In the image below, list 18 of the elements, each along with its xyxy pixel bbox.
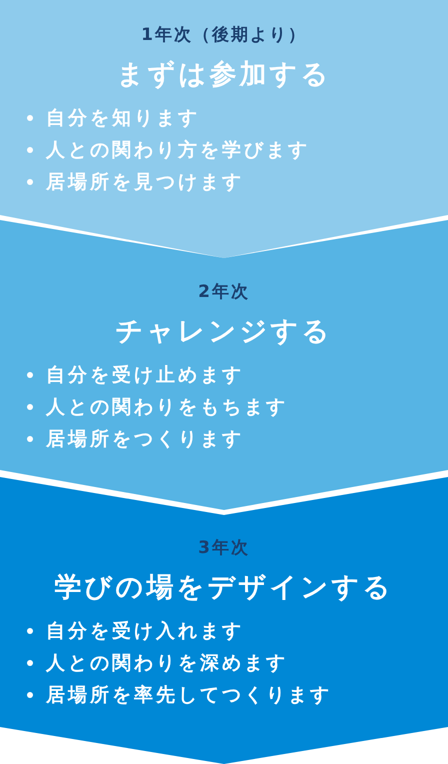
bullet-text: 人との関わり方を学びます bbox=[46, 138, 310, 163]
bullet-text: 自分を受け止めます bbox=[46, 363, 244, 388]
chevron-band bbox=[0, 0, 448, 258]
chevron-band bbox=[0, 477, 448, 764]
stage-heading: まずは参加する bbox=[116, 58, 332, 92]
bullet-text: 居場所をつくります bbox=[46, 427, 244, 452]
bullet-text: 自分を受け入れます bbox=[46, 619, 244, 644]
stage-heading: 学びの場をデザインする bbox=[54, 571, 394, 605]
bullet-text: 居場所を見つけます bbox=[46, 170, 244, 195]
bullet-text: 居場所を率先してつくります bbox=[46, 683, 332, 708]
year-label: 2年次 bbox=[198, 281, 250, 304]
bullet-text: 人との関わりをもちます bbox=[46, 395, 288, 420]
year-label: 1年次（後期より） bbox=[141, 24, 307, 47]
year-label: 3年次 bbox=[198, 537, 250, 560]
bullet-text: 人との関わりを深めます bbox=[46, 651, 288, 676]
stage-heading: チャレンジする bbox=[116, 315, 332, 349]
chevron-band bbox=[0, 220, 448, 510]
bullet-text: 自分を知ります bbox=[46, 106, 200, 131]
